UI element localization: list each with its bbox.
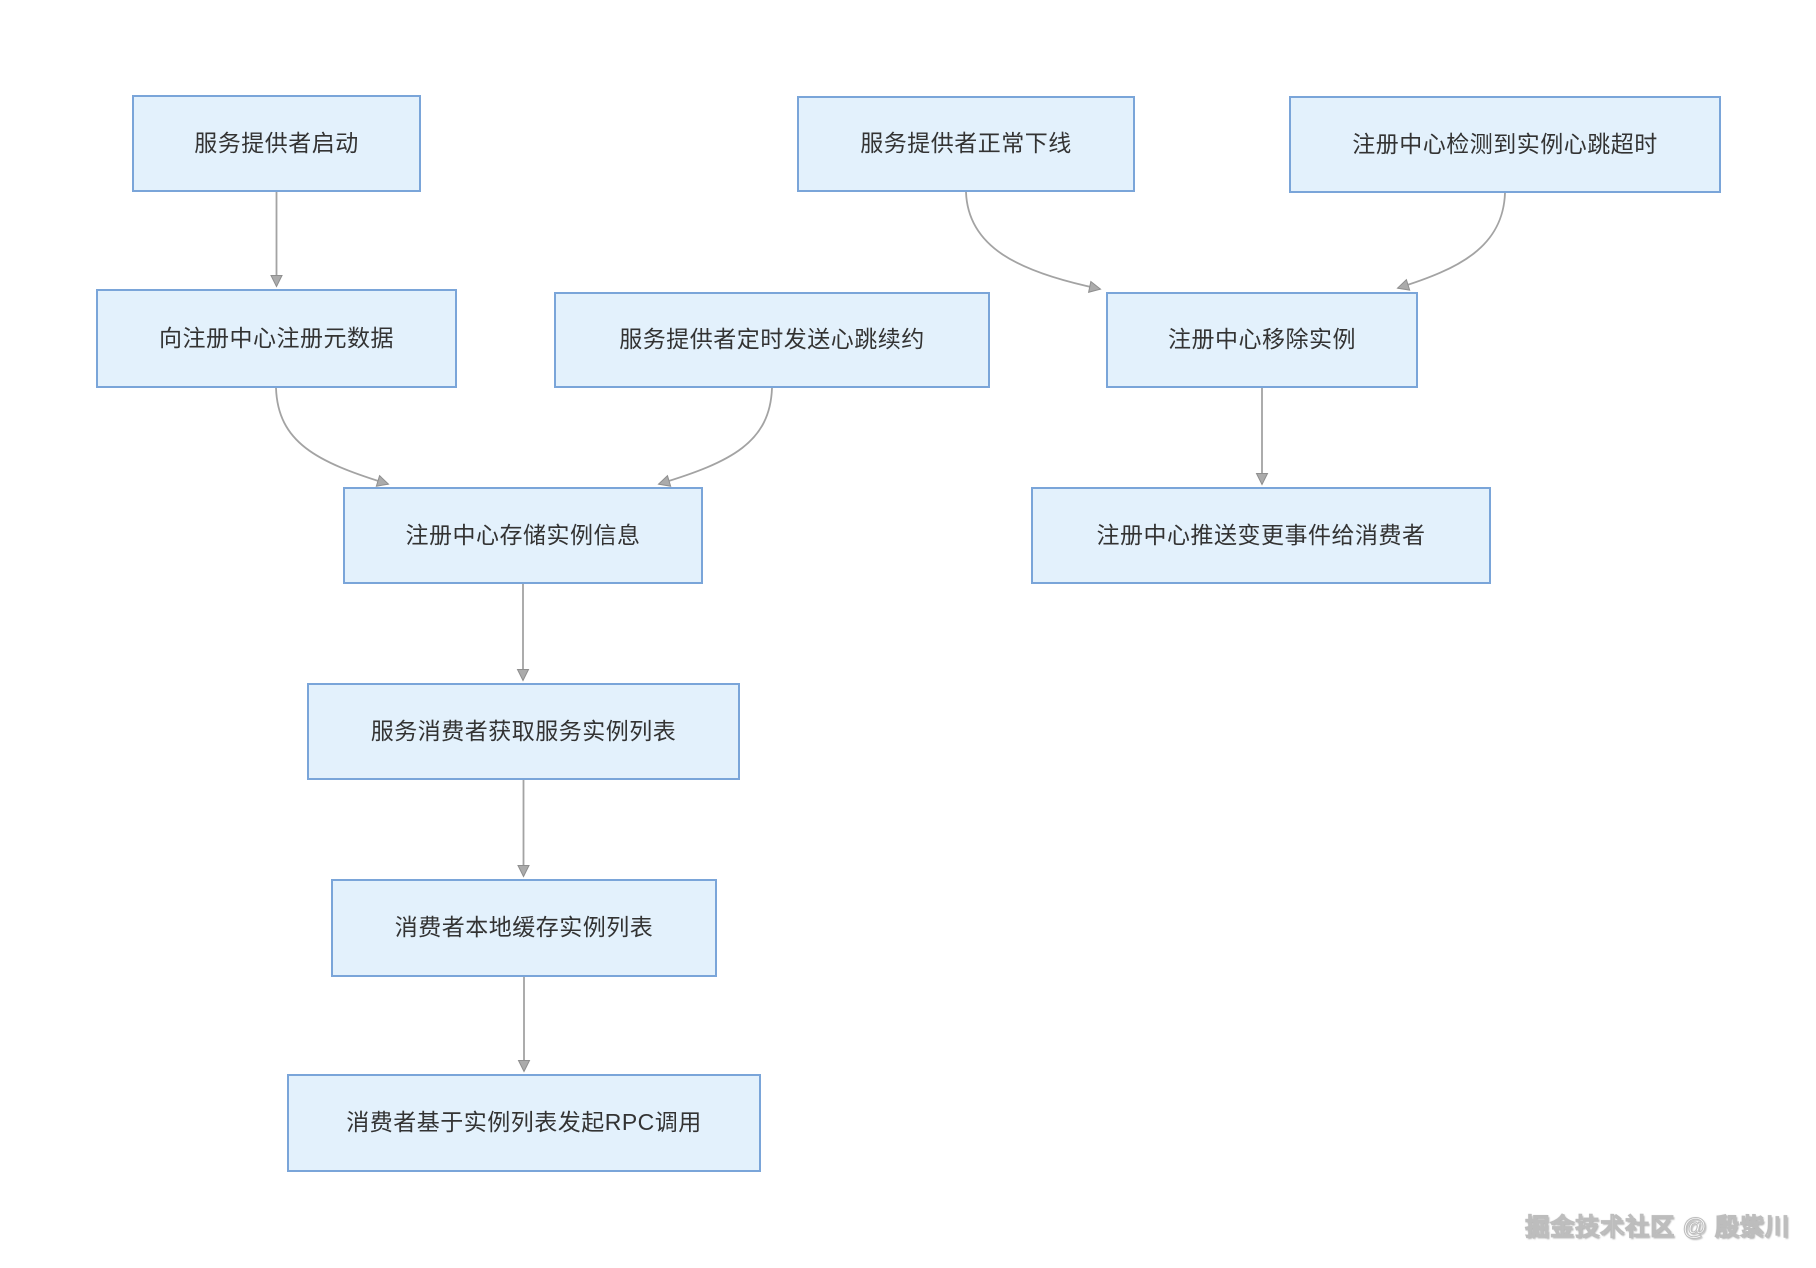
flow-node-label: 注册中心移除实例 — [1168, 326, 1356, 353]
flow-node-store-instance: 注册中心存储实例信息 — [343, 487, 703, 584]
flow-node-label: 注册中心推送变更事件给消费者 — [1096, 521, 1426, 548]
flow-node-label: 消费者基于实例列表发起RPC调用 — [346, 1109, 702, 1136]
flow-node-provider-offline: 服务提供者正常下线 — [797, 96, 1135, 192]
flow-node-consumer-cache: 消费者本地缓存实例列表 — [331, 879, 717, 977]
flow-node-label: 服务消费者获取服务实例列表 — [370, 717, 677, 744]
edge-provider-offline-to-remove-instance — [965, 191, 1102, 293]
flow-node-label: 消费者本地缓存实例列表 — [394, 914, 654, 941]
flow-node-heartbeat-timeout: 注册中心检测到实例心跳超时 — [1289, 96, 1721, 193]
flow-node-label: 向注册中心注册元数据 — [159, 324, 394, 351]
flow-node-heartbeat-renew: 服务提供者定时发送心跳续约 — [554, 292, 990, 388]
flow-node-label: 服务提供者定时发送心跳续约 — [619, 326, 925, 353]
flow-node-provider-start: 服务提供者启动 — [132, 95, 421, 192]
flow-node-consumer-fetch: 服务消费者获取服务实例列表 — [307, 683, 740, 780]
flow-node-label: 服务提供者启动 — [194, 129, 359, 156]
flow-node-remove-instance: 注册中心移除实例 — [1106, 292, 1418, 388]
edge-heartbeat-renew-to-store-instance — [657, 387, 773, 487]
watermark: 掘金技术社区 @ 殷紫川 — [1525, 1214, 1790, 1242]
flow-node-push-change: 注册中心推送变更事件给消费者 — [1031, 487, 1491, 584]
edge-register-metadata-to-store-instance — [275, 387, 390, 487]
flow-node-label: 注册中心存储实例信息 — [405, 521, 641, 548]
flow-node-register-metadata: 向注册中心注册元数据 — [96, 289, 457, 388]
flow-node-label: 服务提供者正常下线 — [860, 130, 1072, 157]
flow-node-label: 注册中心检测到实例心跳超时 — [1352, 130, 1658, 157]
edge-heartbeat-timeout-to-remove-instance — [1396, 192, 1506, 291]
flow-node-consumer-rpc: 消费者基于实例列表发起RPC调用 — [287, 1074, 761, 1172]
